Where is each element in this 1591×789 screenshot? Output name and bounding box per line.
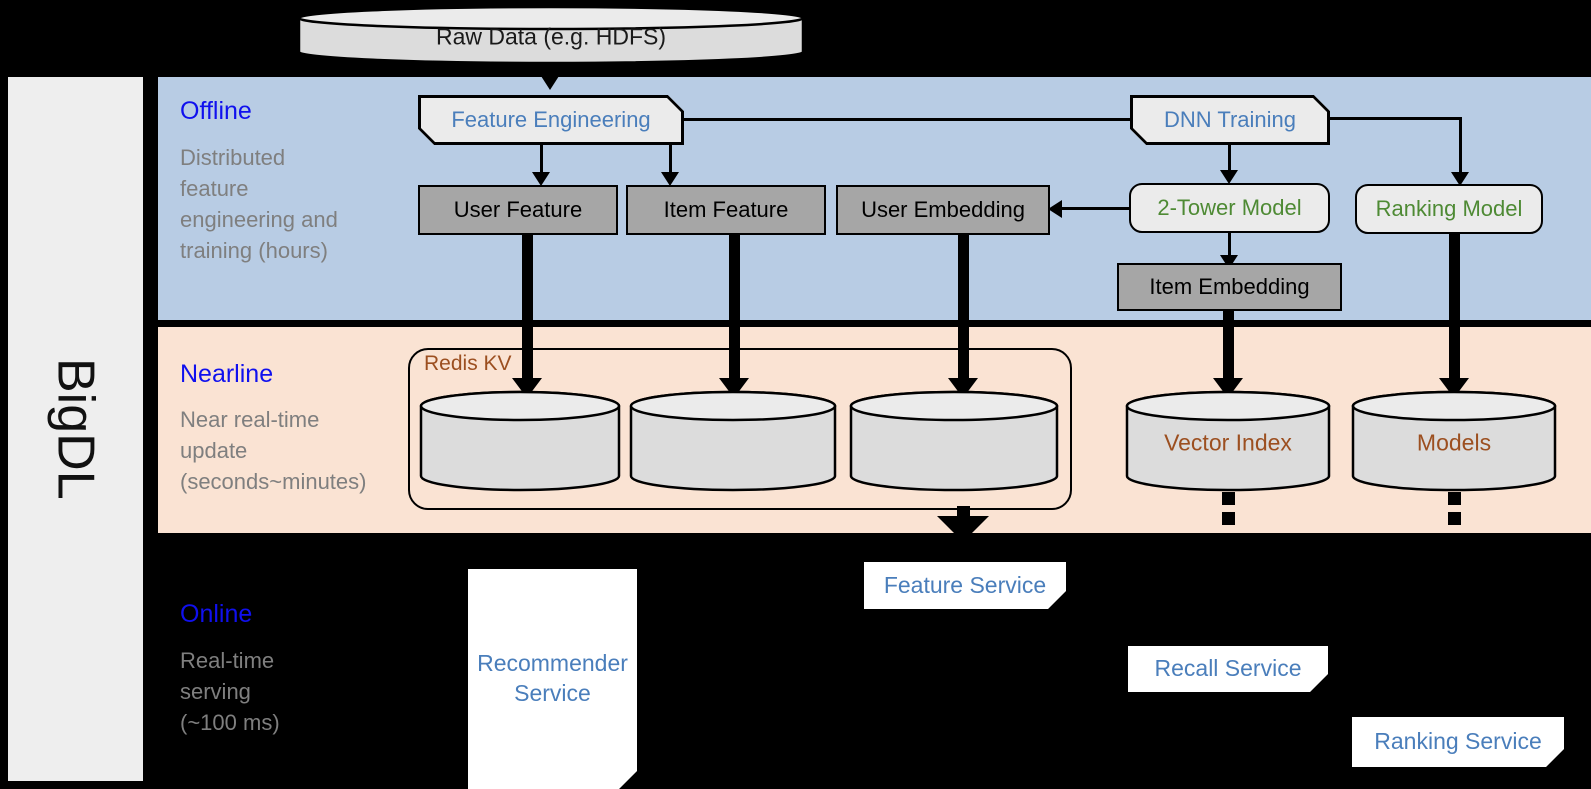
connector-fe-itemfeature [669, 145, 672, 174]
connector-square-featureservice [957, 506, 970, 519]
recommender-service-node[interactable]: Recommender Service [468, 569, 637, 789]
user-feature-node[interactable]: User Feature [418, 185, 618, 235]
feature-engineering-label: Feature Engineering [451, 107, 651, 132]
connector-dnn-ranking-v [1459, 117, 1462, 175]
connector-square-vectorindex-a [1222, 492, 1235, 505]
user-embedding-label: User Embedding [861, 197, 1025, 223]
offline-band-subtitle: Distributed feature engineering and trai… [180, 145, 338, 263]
pipe-rankingmodel-models [1449, 234, 1460, 383]
connector-2tower-itemembedding [1228, 233, 1231, 259]
connector-dnn-ranking-h [1330, 117, 1462, 120]
online-band-title: Online [180, 600, 253, 628]
arrowhead-dnn-2tower [1220, 170, 1238, 184]
dnn-training-node[interactable]: DNN Training [1130, 95, 1330, 145]
two-tower-model-label: 2-Tower Model [1157, 195, 1302, 221]
feature-engineering-node[interactable]: Feature Engineering [418, 95, 684, 145]
dnn-training-label: DNN Training [1163, 107, 1297, 132]
connector-fe-dnn [684, 118, 1139, 121]
arrowhead-fe-itemfeature [661, 172, 679, 186]
arrowhead-fe-userfeature [532, 172, 550, 186]
arrowhead-2tower-userembedding [1048, 200, 1062, 218]
vector-index-cylinder[interactable]: Vector Index [1124, 389, 1332, 493]
feature-service-label: Feature Service [883, 571, 1047, 598]
two-tower-model-node[interactable]: 2-Tower Model [1129, 183, 1330, 233]
arrowhead-store-featureservice [937, 516, 989, 542]
connector-dnn-2tower [1228, 145, 1231, 173]
item-feature-label: Item Feature [663, 197, 789, 223]
feature-service-node[interactable]: Feature Service [864, 562, 1066, 609]
user-feature-label: User Feature [453, 197, 583, 223]
item-embedding-label: Item Embedding [1149, 274, 1310, 300]
connector-square-vectorindex-b [1222, 512, 1235, 525]
connector-square-models-b [1448, 512, 1461, 525]
connector-square-models-a [1448, 492, 1461, 505]
nearline-band-subtitle: Near real-time update (seconds~minutes) [180, 407, 367, 494]
connector-2tower-userembedding [1057, 207, 1131, 210]
bigdl-label: BigDL [46, 358, 105, 500]
connector-rawdata-fe [549, 66, 552, 78]
online-band-subtitle: Real-time serving (~100 ms) [180, 648, 280, 735]
store-cylinder-item-feature[interactable] [628, 389, 838, 493]
nearline-band-title: Nearline [180, 360, 274, 388]
recall-service-label: Recall Service [1154, 655, 1302, 682]
connector-fe-userfeature [540, 145, 543, 174]
ranking-service-label: Ranking Service [1374, 728, 1542, 755]
models-cylinder[interactable]: Models [1350, 389, 1558, 493]
item-embedding-node[interactable]: Item Embedding [1117, 263, 1342, 311]
offline-band-title: Offline [180, 97, 252, 125]
ranking-service-node[interactable]: Ranking Service [1352, 717, 1564, 767]
pipe-itemembedding-vectorindex [1223, 311, 1234, 383]
pipe-userembedding-store [958, 235, 969, 383]
recommender-service-label: Recommender Service [477, 650, 628, 706]
store-cylinder-user-embedding[interactable] [848, 389, 1060, 493]
ranking-model-node[interactable]: Ranking Model [1355, 184, 1543, 234]
recall-service-node[interactable]: Recall Service [1128, 646, 1328, 692]
pipe-userfeature-store [522, 235, 533, 383]
bigdl-framework-rail: BigDL [8, 77, 143, 781]
ranking-model-label: Ranking Model [1375, 196, 1523, 222]
pipe-itemfeature-store [729, 235, 740, 383]
redis-kv-label: Redis KV [424, 352, 512, 375]
raw-data-cylinder: Raw Data (e.g. HDFS) [296, 4, 806, 66]
user-embedding-node[interactable]: User Embedding [836, 185, 1050, 235]
arrowhead-rawdata-fe [541, 76, 559, 90]
redis-kv-container [408, 348, 1072, 510]
item-feature-node[interactable]: Item Feature [626, 185, 826, 235]
arrowhead-dnn-ranking [1451, 172, 1469, 186]
store-cylinder-user-feature[interactable] [418, 389, 622, 493]
